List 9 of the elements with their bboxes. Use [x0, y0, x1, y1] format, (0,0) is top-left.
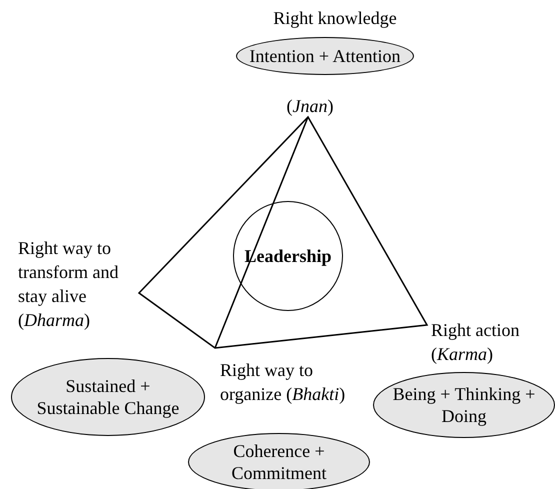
- text-label: (Jnan): [286, 95, 334, 118]
- ellipse-node: Coherence + Commitment: [188, 433, 370, 489]
- text-label: Right way to organize (Bhakti): [220, 359, 346, 406]
- text-label: Right action (Karma): [431, 319, 520, 366]
- text-label: Right knowledge: [272, 7, 398, 30]
- text-label: Right way to transform and stay alive (Dharma): [18, 237, 120, 332]
- ellipse-node: Being + Thinking + Doing: [373, 372, 555, 438]
- ellipse-node: Sustained + Sustainable Change: [11, 358, 205, 436]
- ellipse-node: Intention + Attention: [236, 37, 414, 75]
